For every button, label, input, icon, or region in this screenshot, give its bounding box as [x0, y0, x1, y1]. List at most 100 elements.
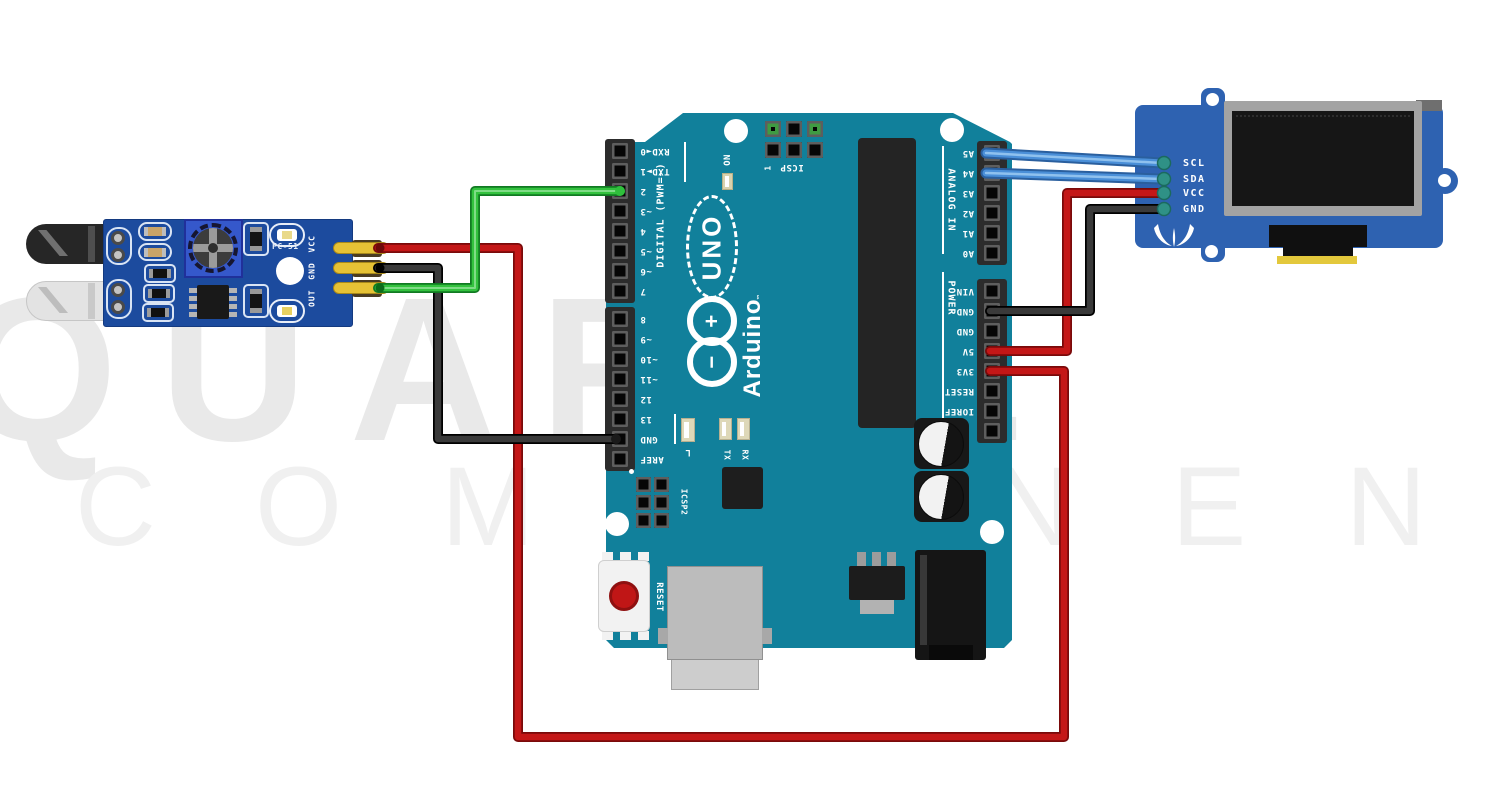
- header-pin: [612, 203, 628, 219]
- barrel-jack-inner: [929, 645, 973, 660]
- pin-label-5v: 5V: [962, 346, 974, 356]
- header-pin: [984, 225, 1000, 241]
- pin-label-a0: A0: [962, 248, 974, 258]
- ir-emitter-led-ring: [88, 226, 95, 262]
- led-tx: [719, 418, 732, 440]
- pin-label-0: RXD◄0: [640, 146, 670, 156]
- oled-mounting-hole: [1206, 93, 1219, 106]
- ic-leg: [189, 288, 197, 293]
- pin-label-11: ~11: [640, 374, 658, 384]
- header-pin: [612, 183, 628, 199]
- pin-label-a2: A2: [962, 208, 974, 218]
- header-pin: [612, 243, 628, 259]
- sensor-pin-vcc: [333, 242, 389, 254]
- led-glint: [725, 176, 729, 187]
- header-pin: [765, 121, 781, 137]
- logo-minus: −: [699, 355, 724, 369]
- capacitor: [918, 421, 964, 467]
- icsp2-header: [636, 477, 669, 528]
- ic-leg: [229, 312, 237, 317]
- indicator-led: [269, 223, 305, 247]
- reset-button-cap: [609, 581, 639, 611]
- header-pin: [654, 495, 669, 510]
- oled-flex-connector: [1269, 225, 1367, 247]
- atmega328-chip: [858, 138, 916, 428]
- pin-label-13: 13: [640, 414, 652, 424]
- header-pin: [984, 343, 1000, 359]
- header-pin: [636, 513, 651, 528]
- header-pin: [612, 371, 628, 387]
- reset-button-tab: [638, 631, 649, 640]
- oled-pin-label-sda: SDA: [1183, 174, 1206, 185]
- resistor-body: [144, 227, 166, 236]
- led-glint: [740, 422, 744, 436]
- pin-label-aref: AREF: [640, 454, 664, 464]
- pin-label-a1: A1: [962, 228, 974, 238]
- uno-logo-text: UNO: [696, 213, 727, 281]
- sensor-pin-out: [333, 282, 389, 294]
- header-pin: [612, 311, 628, 327]
- chip-body: [148, 289, 170, 298]
- header-pin: [984, 185, 1000, 201]
- header-pin: [984, 403, 1000, 419]
- usb-tab: [762, 628, 772, 644]
- logo-plus: +: [699, 314, 724, 328]
- arduino-brand-text: Arduino: [739, 298, 766, 398]
- usb-connector-end: [671, 660, 759, 690]
- barrel-jack-highlight: [920, 555, 927, 645]
- header-pin: [612, 143, 628, 159]
- reset-label: RESET: [654, 582, 664, 612]
- pad-ring: [106, 227, 132, 265]
- oled-screen: [1232, 111, 1414, 206]
- divider-line: [684, 142, 686, 182]
- oled-frame-notch: [1416, 100, 1442, 111]
- oled-pin-label-scl: SCL: [1183, 158, 1206, 169]
- pin-label-12: 12: [640, 394, 652, 404]
- led-tx-label: TX: [722, 449, 732, 461]
- pin-label-ioref: IOREF: [944, 406, 974, 416]
- header-pin: [612, 223, 628, 239]
- oled-flex-connector-lower: [1283, 244, 1353, 259]
- usb-connector: [667, 566, 763, 660]
- header-pin: [984, 165, 1000, 181]
- pin-label-3: ~3: [640, 206, 652, 216]
- mounting-hole: [724, 119, 748, 143]
- smd-resistor: [138, 243, 172, 261]
- mounting-hole: [276, 257, 304, 285]
- ic-leg: [229, 304, 237, 309]
- oled-mounting-hole: [1438, 174, 1451, 187]
- ic-leg: [229, 288, 237, 293]
- header-pin: [636, 477, 651, 492]
- icsp2-label: ICSP2: [679, 488, 689, 516]
- reset-button-tab: [620, 631, 631, 640]
- icsp-header: [765, 121, 823, 158]
- header-pin: [654, 477, 669, 492]
- header-pin: [984, 303, 1000, 319]
- transistor-body: [250, 289, 262, 313]
- pin-label-gnd: GND: [640, 434, 658, 444]
- header-pin: [984, 145, 1000, 161]
- solder-pad: [111, 248, 125, 262]
- oled-pin-label-vcc: VCC: [1183, 188, 1206, 199]
- oled-pin-label-gnd: GND: [1183, 204, 1206, 215]
- pin-label-2: 2: [640, 186, 646, 196]
- indicator-led: [269, 299, 305, 323]
- icsp-pin1-label: 1: [763, 165, 773, 171]
- pin-label-a5: A5: [962, 148, 974, 158]
- seeed-logo-icon: [1152, 222, 1196, 252]
- digital-section-label: DIGITAL (PWM=~): [655, 162, 667, 268]
- header-pin: [984, 363, 1000, 379]
- led-glint: [722, 422, 726, 436]
- pin-label-8: 8: [640, 314, 646, 324]
- sensor-pins-label: OUT GND VCC: [307, 235, 317, 307]
- pin-label-9: ~9: [640, 334, 652, 344]
- potentiometer-dial-face: [193, 228, 233, 268]
- dial-center: [208, 243, 218, 253]
- smd-chip: [142, 303, 174, 322]
- header-pin: [636, 495, 651, 510]
- analog-header: [977, 141, 1007, 265]
- icsp-label: ICSP: [780, 162, 804, 172]
- reset-button-tab: [602, 631, 613, 640]
- pad-ring: [106, 279, 132, 319]
